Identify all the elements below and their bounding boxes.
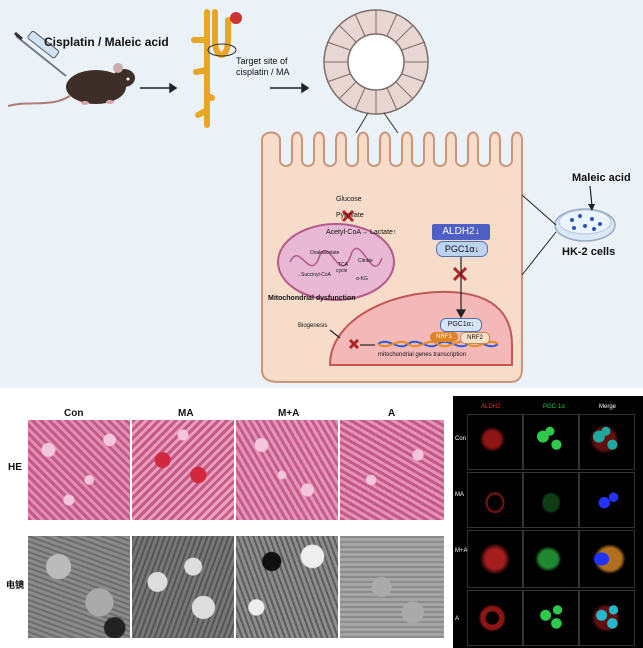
target-site-label: Target site of cisplatin / MA	[236, 56, 290, 77]
transcription-label: mitochondrial genes transcription	[378, 352, 467, 358]
if-ma-merge	[579, 472, 635, 528]
col-label-ma: MA	[178, 408, 194, 419]
schematic-graphic	[7, 9, 616, 383]
aldh2-label: ALDH2↓	[442, 226, 480, 237]
if-ma-plus-a-merge	[579, 530, 635, 588]
glucose-label: Glucose	[336, 196, 362, 203]
oxaloacetate-label: Oxaloacetate	[310, 250, 340, 256]
nrf2-box: NRF2	[460, 332, 490, 344]
if-ma-aldh2	[467, 472, 523, 528]
petri-dish-icon	[521, 185, 616, 276]
if-ma-pgc1a	[523, 472, 579, 528]
if-col-label-merge: Merge	[599, 404, 617, 410]
cycle-label: cycle	[336, 268, 348, 274]
he-image-ma	[132, 420, 234, 520]
if-panel: ALDH2 PGC-1α Merge Con MA M+A A	[453, 396, 643, 648]
tubule-cross-section-icon	[323, 9, 429, 134]
if-con-merge	[579, 414, 635, 470]
row-label-he: HE	[8, 462, 22, 473]
arrow-icon	[140, 82, 310, 94]
em-image-ma	[132, 536, 234, 638]
if-ma-plus-a-pgc1a	[523, 530, 579, 588]
if-row-label-a: A	[455, 616, 460, 622]
if-row-label-con: Con	[455, 436, 467, 442]
syringe-icon	[14, 30, 67, 77]
if-row-label-ma-plus-a: M+A	[455, 548, 468, 554]
nephron-icon	[191, 9, 231, 128]
em-image-ma-plus-a	[236, 536, 338, 638]
pgc1a-nucleus-label: PGC1α↓	[447, 321, 475, 328]
he-image-ma-plus-a	[236, 420, 338, 520]
schematic-panel: Cisplatin / Maleic acid Target site of c…	[0, 0, 643, 388]
histology-panel: Con MA M+A A HE 电镜	[6, 396, 446, 642]
nrf1-label: NRF1	[436, 334, 452, 340]
glomerulus-icon	[230, 12, 242, 24]
pyruvate-label: Pyruvate	[336, 212, 364, 219]
col-label-con: Con	[64, 408, 84, 419]
pgc1a-label: PGC1α↓	[444, 244, 480, 254]
if-con-pgc1a	[523, 414, 579, 470]
acetyl-lactate-label: Acetyl-CoA→ Lactate↑	[326, 229, 397, 236]
if-ma-plus-a-aldh2	[467, 530, 523, 588]
maleic-acid-label: Maleic acid	[572, 172, 631, 184]
if-a-pgc1a	[523, 590, 579, 646]
epithelial-cell-icon	[261, 131, 523, 383]
nrf2-label: NRF2	[467, 335, 483, 341]
row-label-em: 电镜	[6, 580, 25, 590]
mito-dysfunction-label: Mitochondrial dysfunction	[268, 295, 356, 302]
if-a-aldh2	[467, 590, 523, 646]
if-row-label-ma: MA	[455, 492, 464, 498]
em-image-con	[28, 536, 130, 638]
col-label-a: A	[388, 408, 396, 419]
treatment-label: Cisplatin / Maleic acid	[44, 35, 169, 49]
if-a-merge	[579, 590, 635, 646]
if-col-label-aldh2: ALDH2	[481, 404, 501, 410]
he-image-a	[340, 420, 444, 520]
citrate-label: Citrate	[358, 258, 373, 264]
em-image-a	[340, 536, 444, 638]
biogenesis-label: Biogenesis	[298, 323, 328, 329]
if-con-aldh2	[467, 414, 523, 470]
mouse-icon	[7, 63, 135, 107]
hk2-cells-label: HK-2 cells	[562, 246, 616, 258]
aldh2-box: ALDH2↓	[432, 224, 490, 240]
inhibition-x-icon	[341, 209, 468, 350]
he-image-con	[28, 420, 130, 520]
pgc1a-box: PGC1α↓	[436, 241, 488, 257]
akg-label: α-KG	[356, 276, 368, 282]
nrf1-box: NRF1	[430, 332, 458, 342]
succinyl-label: →Succinyl-CoA	[296, 272, 332, 278]
if-col-label-pgc1a: PGC-1α	[543, 404, 565, 410]
col-label-ma-plus-a: M+A	[278, 408, 300, 419]
pgc1a-nucleus-box: PGC1α↓	[440, 318, 482, 332]
tca-label: TCA	[338, 262, 348, 268]
